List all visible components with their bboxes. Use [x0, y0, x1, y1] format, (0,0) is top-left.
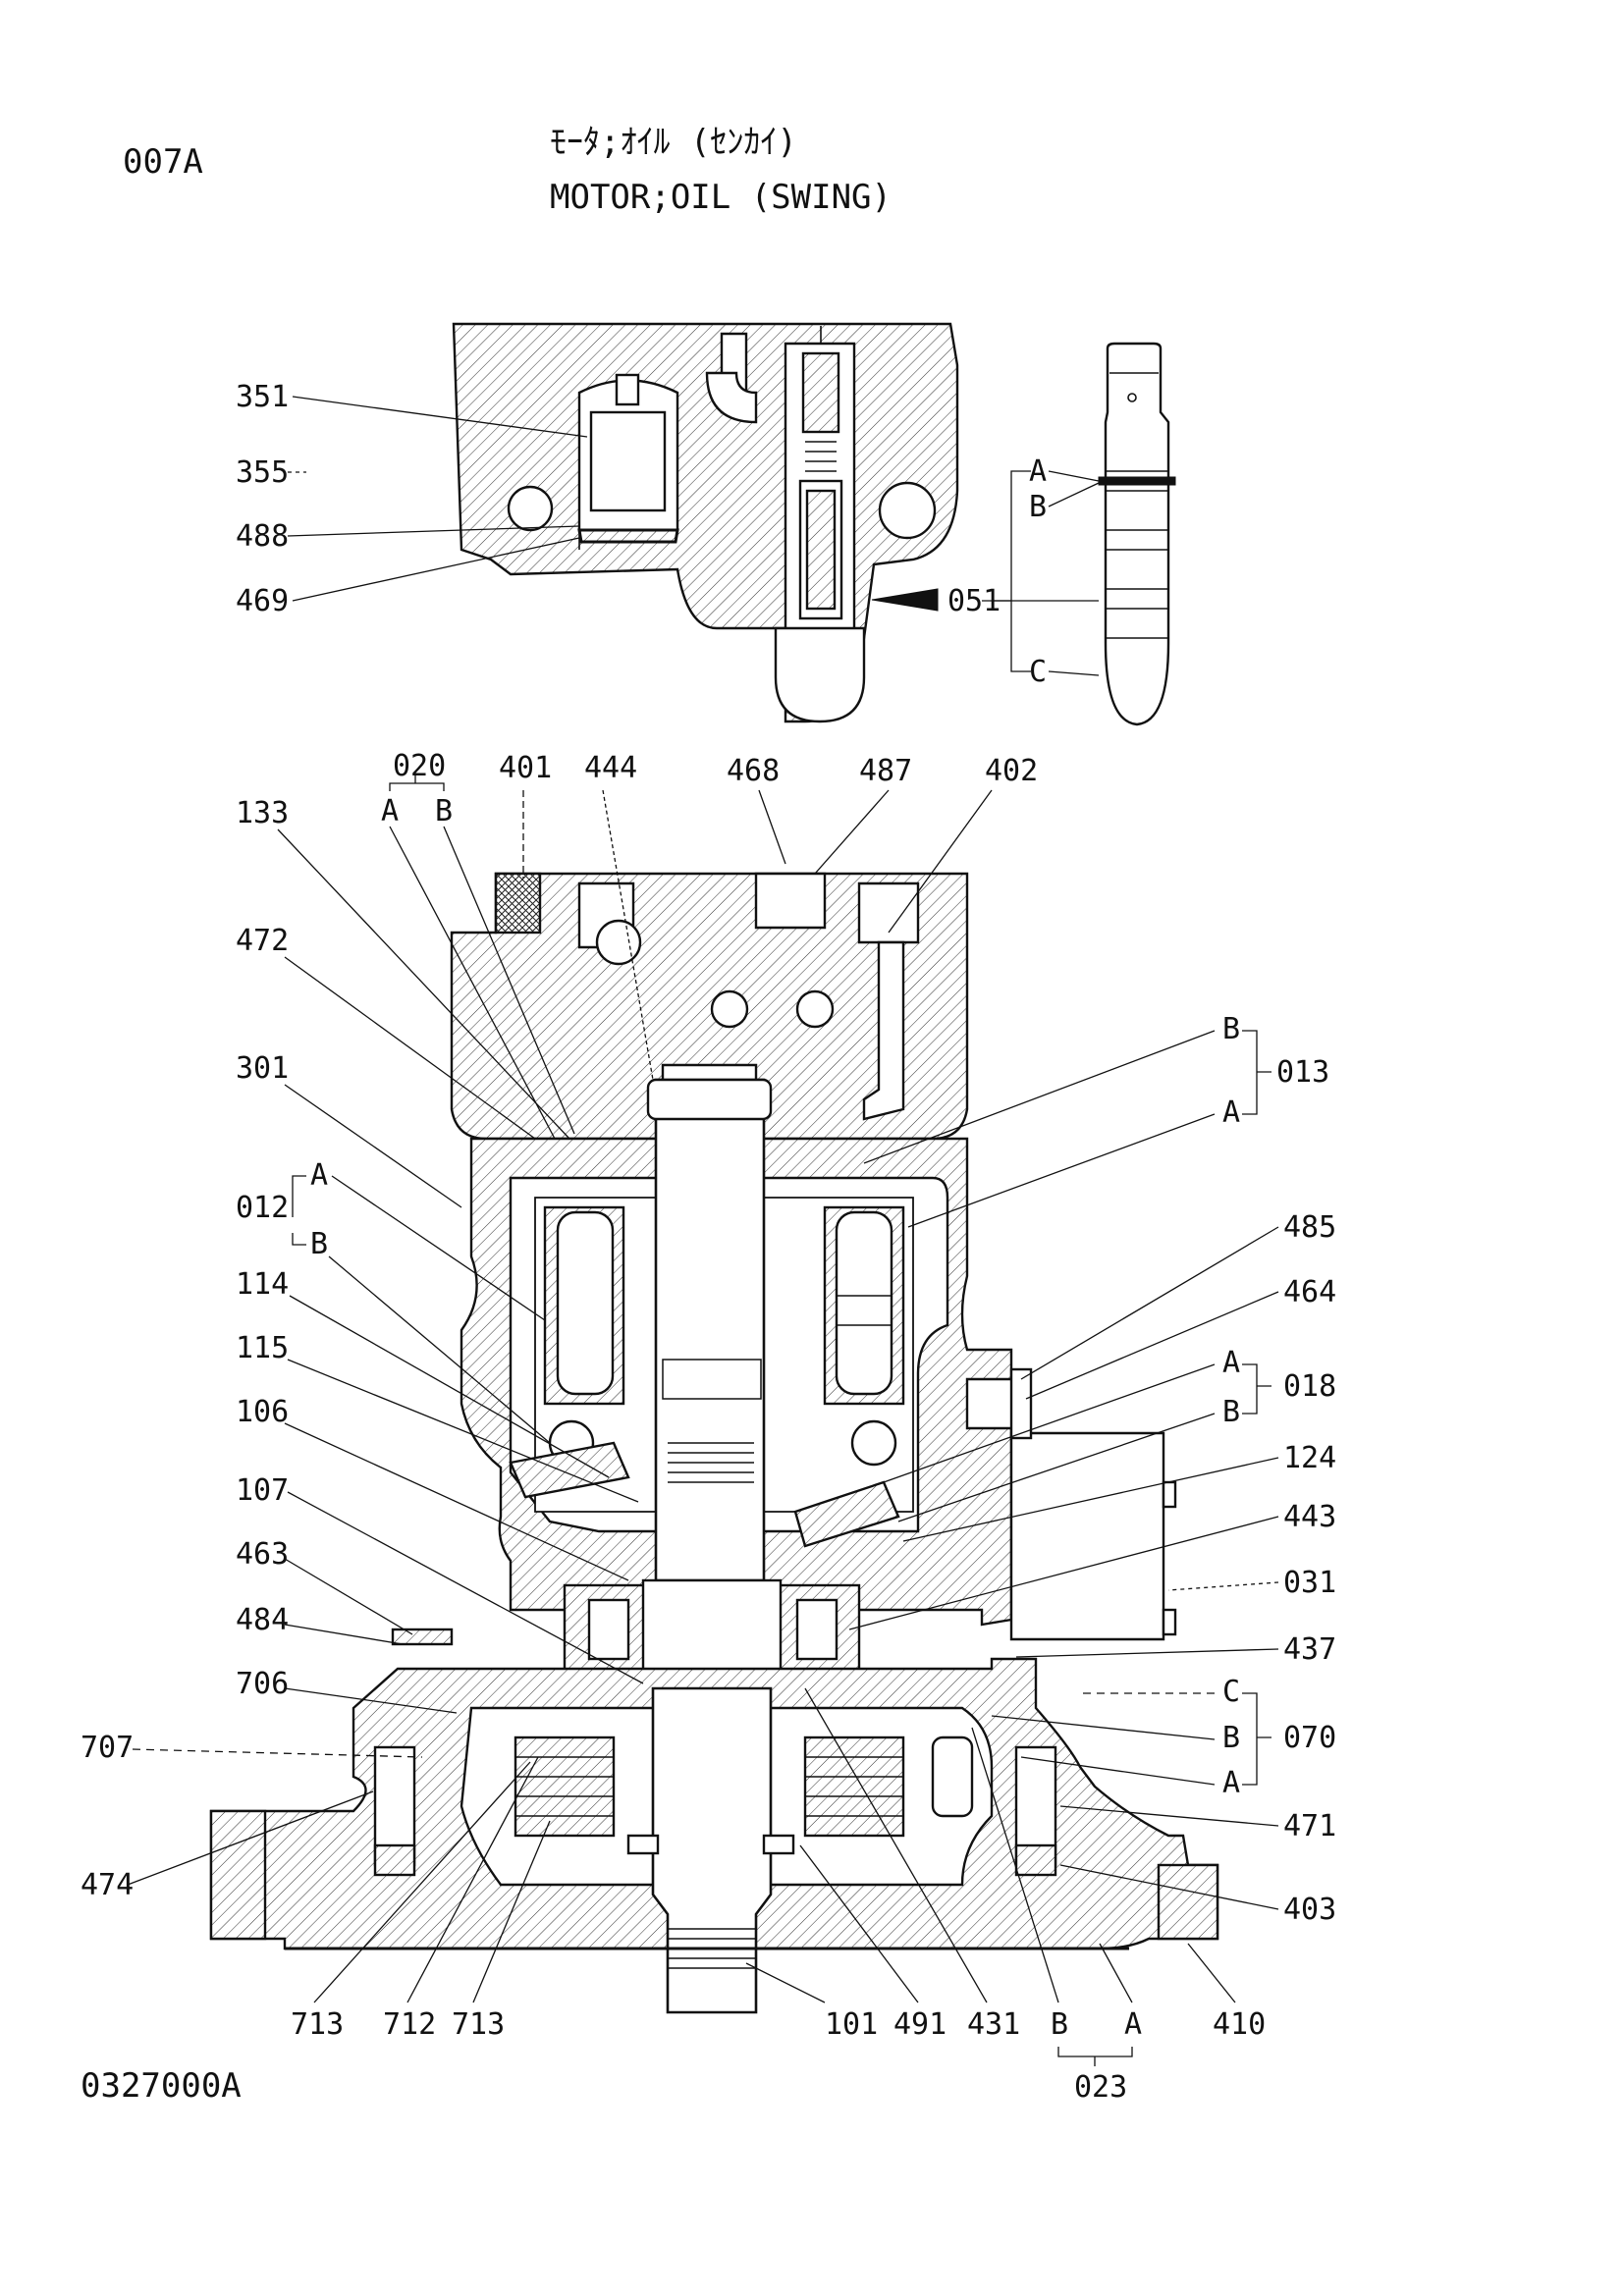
callout-012-b: B — [310, 1227, 328, 1261]
callout-106: 106 — [236, 1395, 289, 1429]
callout-051-c: C — [1029, 655, 1047, 689]
callout-012: 012 — [236, 1191, 289, 1225]
callout-124: 124 — [1283, 1441, 1336, 1475]
callout-023: 023 — [1074, 2070, 1127, 2105]
callout-713-right: 713 — [452, 2007, 505, 2042]
callout-013-b: B — [1222, 1012, 1240, 1046]
callout-023-a: A — [1124, 2007, 1142, 2042]
callout-403: 403 — [1283, 1893, 1336, 1927]
callout-031: 031 — [1283, 1566, 1336, 1600]
drawing-number: 0327000A — [81, 2066, 242, 2106]
callout-491: 491 — [893, 2007, 947, 2042]
callout-351: 351 — [236, 380, 289, 414]
callout-018: 018 — [1283, 1369, 1336, 1404]
callout-401: 401 — [499, 751, 552, 785]
callout-101: 101 — [825, 2007, 878, 2042]
callout-355: 355 — [236, 455, 289, 490]
callout-468: 468 — [727, 754, 780, 788]
callout-471: 471 — [1283, 1809, 1336, 1843]
callout-013: 013 — [1276, 1055, 1329, 1090]
callout-484: 484 — [236, 1603, 289, 1637]
callout-051: 051 — [947, 584, 1001, 618]
callout-115: 115 — [236, 1331, 289, 1365]
callout-472: 472 — [236, 924, 289, 958]
callout-488: 488 — [236, 519, 289, 554]
callout-444: 444 — [584, 751, 637, 785]
callout-431: 431 — [967, 2007, 1020, 2042]
callout-133: 133 — [236, 796, 289, 830]
callout-018-b: B — [1222, 1395, 1240, 1429]
callout-020-a: A — [381, 794, 399, 828]
callout-051-a: A — [1029, 454, 1047, 489]
callout-301: 301 — [236, 1051, 289, 1086]
callout-712: 712 — [383, 2007, 436, 2042]
callout-487: 487 — [859, 754, 912, 788]
callout-464: 464 — [1283, 1275, 1336, 1309]
callout-070-b: B — [1222, 1721, 1240, 1755]
motor-cross-section — [209, 872, 1219, 2014]
callout-410: 410 — [1213, 2007, 1266, 2042]
callout-713-left: 713 — [291, 2007, 344, 2042]
callout-020-b: B — [435, 794, 453, 828]
callout-070-a: A — [1222, 1766, 1240, 1800]
callout-443: 443 — [1283, 1500, 1336, 1534]
callout-107: 107 — [236, 1473, 289, 1508]
relief-valve-section — [452, 322, 959, 723]
callout-070: 070 — [1283, 1721, 1336, 1755]
callout-706: 706 — [236, 1667, 289, 1701]
callout-707: 707 — [81, 1731, 134, 1765]
callout-437: 437 — [1283, 1632, 1336, 1667]
title-japanese: ﾓｰﾀ;ｵｲﾙ (ｾﾝｶｲ) — [550, 123, 797, 162]
callout-402: 402 — [985, 754, 1038, 788]
page-code: 007A — [123, 142, 203, 182]
spool-detail — [1098, 342, 1176, 726]
callout-023-b: B — [1051, 2007, 1068, 2042]
callout-018-a: A — [1222, 1346, 1240, 1380]
callout-labels: 351 355 488 469 A B 051 C 020 A B 401 44… — [81, 380, 1336, 2105]
callout-114: 114 — [236, 1267, 289, 1302]
callout-020: 020 — [393, 749, 446, 783]
callout-012-a: A — [310, 1158, 328, 1193]
callout-474: 474 — [81, 1868, 134, 1902]
callout-013-a: A — [1222, 1095, 1240, 1130]
callout-051-b: B — [1029, 490, 1047, 524]
callout-469: 469 — [236, 584, 289, 618]
leader-lines — [127, 396, 1279, 2066]
callout-463: 463 — [236, 1537, 289, 1572]
pointer-arrow-icon — [871, 588, 939, 612]
title-english: MOTOR;OIL (SWING) — [550, 178, 892, 217]
callout-070-c: C — [1222, 1675, 1240, 1709]
callout-485: 485 — [1283, 1210, 1336, 1245]
